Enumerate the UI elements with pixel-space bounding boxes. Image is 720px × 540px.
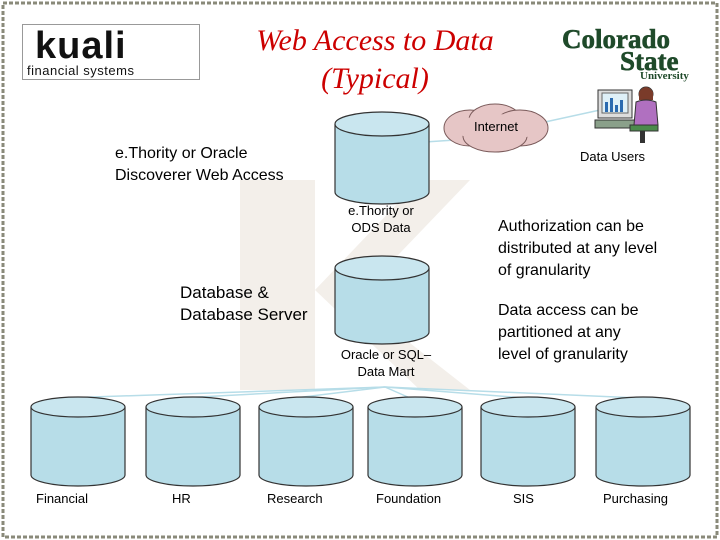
csu-logo-line-3: University: [640, 70, 689, 82]
authorization-note: Authorization can be distributed at any …: [498, 216, 657, 282]
data-user-icon: [594, 86, 659, 143]
source-cylinder-foundation: [367, 396, 463, 487]
source-label-financial: Financial: [36, 491, 89, 506]
partition-line-3: level of granularity: [498, 346, 628, 363]
connector-internet-ods: [424, 139, 456, 143]
partition-line-1: Data access can be: [498, 302, 639, 319]
source-cylinder-hr: [145, 396, 241, 487]
title-line-2: (Typical): [321, 62, 429, 95]
kuali-logo-subtitle: financial systems: [27, 63, 135, 78]
csu-logo-line-1: Colorado: [562, 24, 670, 54]
connector-internet-users: [544, 109, 601, 123]
ods-data-cylinder: [334, 111, 430, 205]
source-cylinder-financial: [30, 396, 126, 487]
source-label-purchasing: Purchasing: [603, 491, 669, 506]
source-connectors: [62, 386, 641, 399]
source-cylinder-purchasing: [595, 396, 691, 487]
authorization-line-1: Authorization can be: [498, 218, 644, 235]
source-cylinder-research: [258, 396, 354, 487]
database-server-line-1: Database &: [180, 283, 269, 302]
data-mart-line-2: Data Mart: [357, 364, 415, 379]
internet-cloud: Internet: [443, 103, 549, 153]
kuali-logo-wordmark: kuali: [35, 25, 127, 67]
data-users-label: Data Users: [580, 149, 646, 164]
authorization-line-2: distributed at any level: [498, 240, 658, 257]
source-label-hr: HR: [172, 491, 191, 506]
database-server-line-2: Database Server: [180, 305, 308, 324]
slide-title: Web Access to Data (Typical): [200, 22, 550, 98]
ods-data-label: e.Thority or ODS Data: [345, 202, 417, 236]
partition-line-2: partitioned at any: [498, 324, 621, 341]
source-label-sis: SIS: [513, 491, 534, 506]
web-access-label: e.Thority or Oracle Discoverer Web Acces…: [115, 143, 284, 187]
partition-note: Data access can be partitioned at any le…: [498, 300, 639, 366]
data-mart-cylinder: [334, 255, 430, 345]
authorization-line-3: of granularity: [498, 262, 591, 279]
ods-data-line-1: e.Thority or: [348, 203, 414, 218]
source-cylinder-sis: [480, 396, 576, 487]
database-server-label: Database & Database Server: [180, 282, 308, 326]
source-label-foundation: Foundation: [376, 491, 442, 506]
kuali-logo: kuali financial systems: [22, 24, 200, 80]
csu-logo-line-2: State: [620, 46, 678, 76]
web-access-line-2: Discoverer Web Access: [115, 167, 284, 184]
source-label-research: Research: [267, 491, 323, 506]
csu-logo: Colorado State University: [562, 24, 690, 82]
data-mart-label: Oracle or SQL– Data Mart: [336, 346, 436, 380]
title-line-1: Web Access to Data: [256, 24, 494, 57]
ods-data-line-2: ODS Data: [351, 220, 411, 235]
web-access-line-1: e.Thority or Oracle: [115, 145, 248, 162]
internet-label: Internet: [474, 119, 518, 134]
data-mart-line-1: Oracle or SQL–: [340, 347, 432, 362]
